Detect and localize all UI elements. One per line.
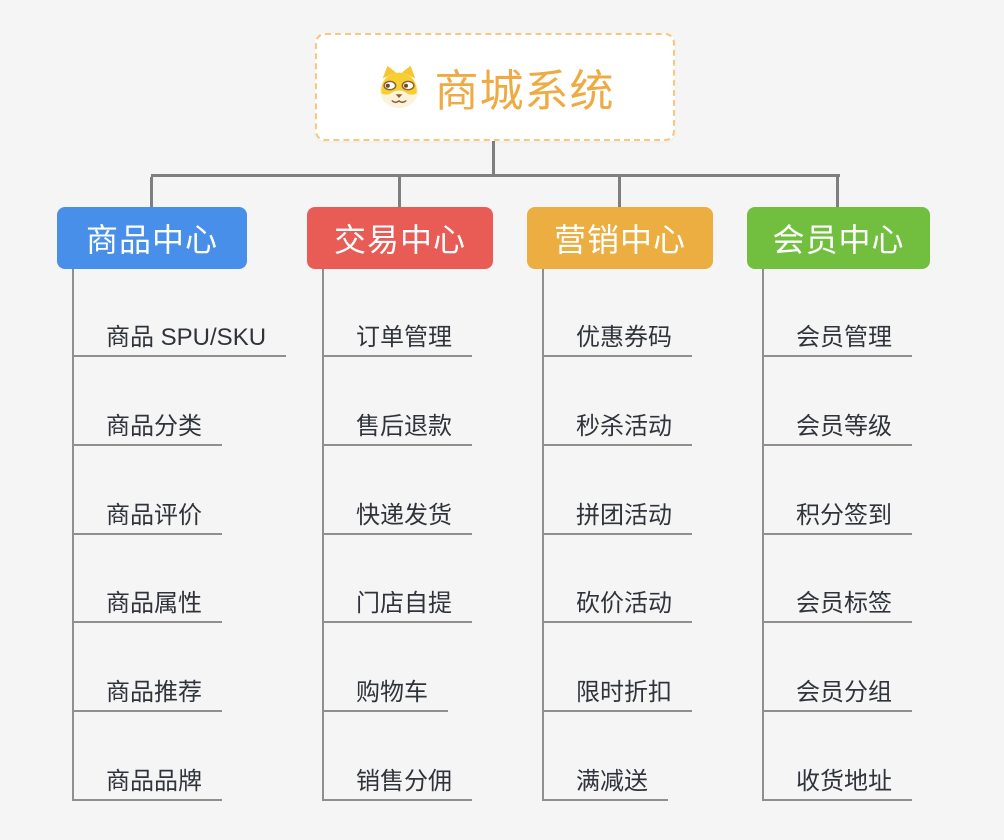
leaf-node[interactable]: 快递发货: [322, 501, 472, 535]
leaf-node[interactable]: 商品 SPU/SKU: [72, 323, 287, 357]
leaf-node[interactable]: 会员管理: [762, 323, 912, 357]
leaf-node[interactable]: 商品属性: [72, 589, 222, 623]
leaf-node[interactable]: 商品评价: [72, 501, 222, 535]
branch-label: 交易中心: [333, 222, 466, 258]
leaf-node[interactable]: 积分签到: [762, 501, 912, 535]
leaf-node[interactable]: 会员分组: [762, 678, 912, 712]
connector-spine: [72, 269, 74, 801]
leaf-node[interactable]: 会员标签: [762, 589, 912, 623]
leaf-node[interactable]: 商品分类: [72, 412, 222, 446]
root-node[interactable]: 商城系统: [315, 33, 675, 141]
leaf-node[interactable]: 秒杀活动: [542, 412, 692, 446]
leaf-node[interactable]: 砍价活动: [542, 589, 692, 623]
leaf-node[interactable]: 拼团活动: [542, 501, 692, 535]
connector-root-stem: [492, 141, 495, 176]
root-title: 商城系统: [434, 67, 615, 116]
leaf-node[interactable]: 会员等级: [762, 412, 912, 446]
leaf-node[interactable]: 购物车: [322, 678, 448, 712]
leaf-node[interactable]: 售后退款: [322, 412, 472, 446]
dog-face-icon: [376, 63, 422, 111]
branch-label: 商品中心: [85, 222, 218, 258]
connector-horizontal-bar: [151, 174, 840, 177]
connector-drop-trade: [398, 177, 401, 207]
branch-label: 营销中心: [553, 222, 686, 258]
branch-node-product-center[interactable]: 商品中心: [57, 207, 247, 269]
connector-drop-member: [836, 177, 839, 207]
leaf-node[interactable]: 订单管理: [322, 323, 472, 357]
leaf-node[interactable]: 限时折扣: [542, 678, 692, 712]
leaf-node[interactable]: 销售分佣: [322, 767, 472, 801]
leaf-node[interactable]: 优惠券码: [542, 323, 692, 357]
leaf-node[interactable]: 收货地址: [762, 767, 912, 801]
connector-drop-product: [150, 177, 153, 207]
leaf-node[interactable]: 商品品牌: [72, 767, 222, 801]
connector-spine: [542, 269, 544, 801]
leaf-node[interactable]: 商品推荐: [72, 678, 222, 712]
branch-node-marketing-center[interactable]: 营销中心: [527, 207, 713, 269]
branch-node-member-center[interactable]: 会员中心: [747, 207, 930, 269]
leaf-node[interactable]: 门店自提: [322, 589, 472, 623]
branch-label: 会员中心: [772, 222, 905, 258]
connector-drop-marketing: [618, 177, 621, 207]
connector-spine: [762, 269, 764, 801]
branch-node-trade-center[interactable]: 交易中心: [307, 207, 493, 269]
connector-spine: [322, 269, 324, 801]
leaf-node[interactable]: 满减送: [542, 767, 668, 801]
